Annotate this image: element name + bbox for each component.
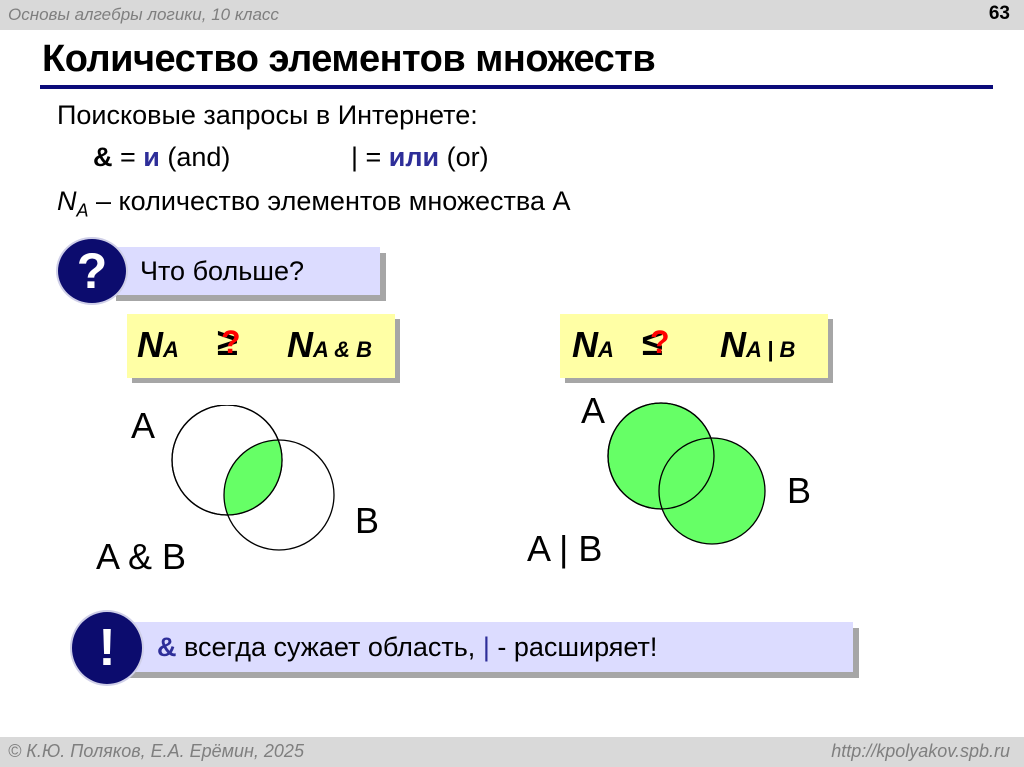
title-divider [40, 85, 993, 89]
intro-line-na: NA – количество элементов множества A [57, 186, 570, 221]
formula-and-left: NA [137, 324, 179, 365]
intro-line-or: | = или (or) [351, 142, 489, 173]
question-mark-icon: ? [56, 237, 128, 305]
formula-and-right: NA & B [287, 324, 373, 365]
venn-diagram-intersection [171, 405, 335, 551]
question-box: Что больше? [110, 247, 380, 295]
slide-header: Основы алгебры логики, 10 класс 63 [0, 0, 1024, 30]
na-symbol: N [57, 186, 77, 216]
na-definition: – количество элементов множества A [88, 186, 571, 216]
formula-or-box: NA ≤ ? NA | B [560, 314, 828, 378]
venn-and-label-a: A [131, 405, 156, 446]
venn-or-label-b: B [787, 470, 812, 511]
page-number: 63 [988, 3, 1010, 24]
or-symbol: | [351, 142, 359, 172]
footer-authors: © К.Ю. Поляков, Е.А. Ерёмин, 2025 [8, 741, 304, 761]
venn-or-label-a: A [581, 390, 606, 431]
intro-line-search: Поисковые запросы в Интернете: [57, 100, 478, 130]
and-equals: = [112, 142, 144, 172]
conclusion-box: & всегда сужает область, | - расширяет! [115, 622, 853, 672]
venn-and-caption: A & B [96, 536, 187, 577]
red-question-mark: ? [650, 324, 670, 360]
or-english: (or) [439, 142, 489, 172]
or-word: или [388, 142, 440, 172]
intro-line-and: & = и (and) [93, 142, 230, 173]
exclamation-icon: ! [70, 610, 144, 686]
course-subject: Основы алгебры логики, 10 класс [8, 5, 279, 24]
slide-footer: © К.Ю. Поляков, Е.А. Ерёмин, 2025 http:/… [0, 737, 1024, 767]
and-symbol: & [93, 142, 113, 172]
formula-and-box: NA ≥ ? NA & B [127, 314, 395, 378]
question-text: Что больше? [140, 256, 304, 286]
less-equal-icon: ≤ [642, 322, 663, 364]
venn-or-caption: A | B [527, 528, 603, 569]
footer-url[interactable]: http://kpolyakov.spb.ru [831, 741, 1010, 761]
conclusion-text: & всегда сужает область, | - расширяет! [157, 632, 658, 662]
greater-equal-icon: ≥ [217, 322, 238, 364]
slide-title: Количество элементов множеств [42, 38, 656, 80]
venn-and-label-b: B [355, 500, 380, 541]
and-word: и [143, 142, 160, 172]
red-question-mark: ? [221, 324, 241, 360]
formula-or-left: NA [572, 324, 614, 365]
or-equals: = [358, 142, 389, 172]
formula-or-right: NA | B [720, 324, 796, 365]
na-subscript: A [76, 200, 89, 221]
and-english: (and) [159, 142, 231, 172]
venn-diagram-union [607, 402, 766, 545]
